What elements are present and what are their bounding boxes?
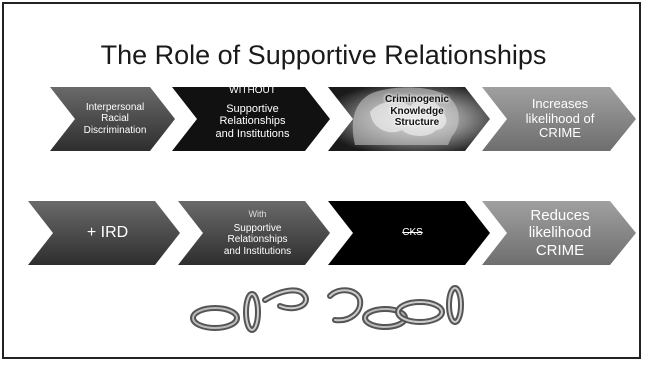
row2-chevron-4 bbox=[482, 201, 636, 265]
row1-chevron-1 bbox=[50, 87, 175, 151]
row2-chevron-1 bbox=[28, 201, 180, 265]
broken-chain-icon bbox=[190, 285, 464, 333]
slide-title: The Role of Supportive Relationships bbox=[100, 40, 547, 70]
slide: The Role of Supportive Relationships bbox=[2, 2, 641, 359]
row2-step3-label: CKS bbox=[402, 227, 423, 239]
row2-step1-label: + IRD bbox=[86, 223, 129, 241]
brain-head-icon bbox=[352, 87, 459, 145]
row1-step2-label: WITHOUT Supportive Relationships and Ins… bbox=[215, 85, 290, 140]
row1-step1-label: Interpersonal Racial Discrimination bbox=[83, 101, 147, 136]
row2-chevron-2 bbox=[178, 201, 330, 265]
row1-chevron-2 bbox=[172, 87, 330, 151]
row1-chevron-4 bbox=[482, 87, 636, 151]
row2-step4-label: Reduces likelihood CRIME bbox=[528, 207, 592, 259]
row2-step2-label: With Supportive Relationships and Instit… bbox=[223, 208, 292, 257]
row2-chevron-3 bbox=[328, 201, 490, 265]
row1-step3-label: Criminogenic Knowledge Structure bbox=[385, 94, 449, 128]
row1-step4-label: Increases likelihood of CRIME bbox=[525, 95, 595, 141]
